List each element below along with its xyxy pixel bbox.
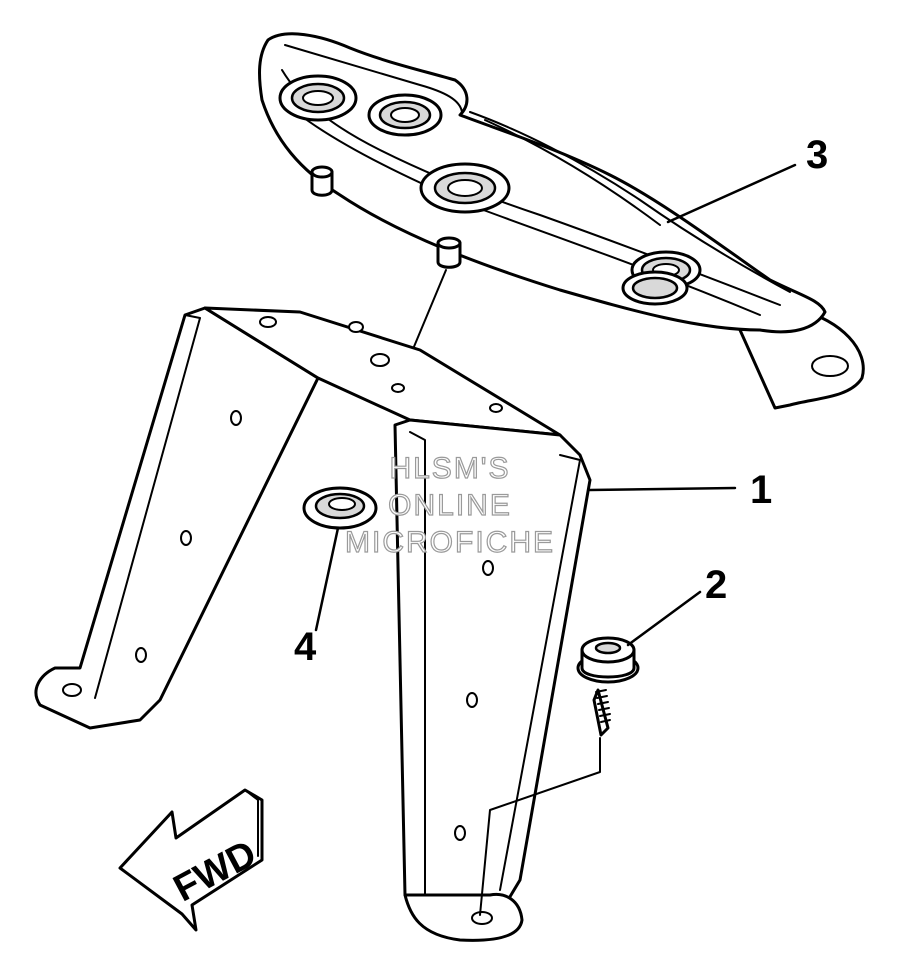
part-1-support-bracket — [34, 306, 592, 942]
forward-direction-arrow: FWD — [118, 788, 264, 932]
watermark: HLSM'S ONLINE MICROFICHE — [344, 451, 555, 559]
watermark-line-3: MICROFICHE — [345, 526, 555, 559]
alignment-line-bolt — [479, 737, 601, 916]
grommet-pad-a — [278, 74, 358, 122]
leader-2 — [626, 590, 702, 647]
grommet-pad-c — [419, 162, 511, 214]
watermark-line-1: HLSM'S — [389, 452, 510, 485]
grommet-pad-b — [367, 93, 443, 137]
stud-left — [310, 165, 334, 197]
leader-1 — [588, 486, 737, 492]
callout-3: 3 — [806, 133, 828, 177]
callout-2: 2 — [705, 563, 727, 607]
leader-3 — [666, 163, 797, 224]
part-2-bolt — [576, 636, 640, 737]
leader-4 — [314, 526, 340, 632]
callout-1: 1 — [750, 468, 772, 512]
grommet-pad-e — [621, 270, 689, 306]
part-4-nut — [302, 486, 378, 530]
callout-4: 4 — [294, 625, 317, 669]
watermark-line-2: ONLINE — [388, 489, 512, 522]
part-3-upper-bracket — [258, 32, 865, 410]
stud-center — [436, 236, 462, 269]
